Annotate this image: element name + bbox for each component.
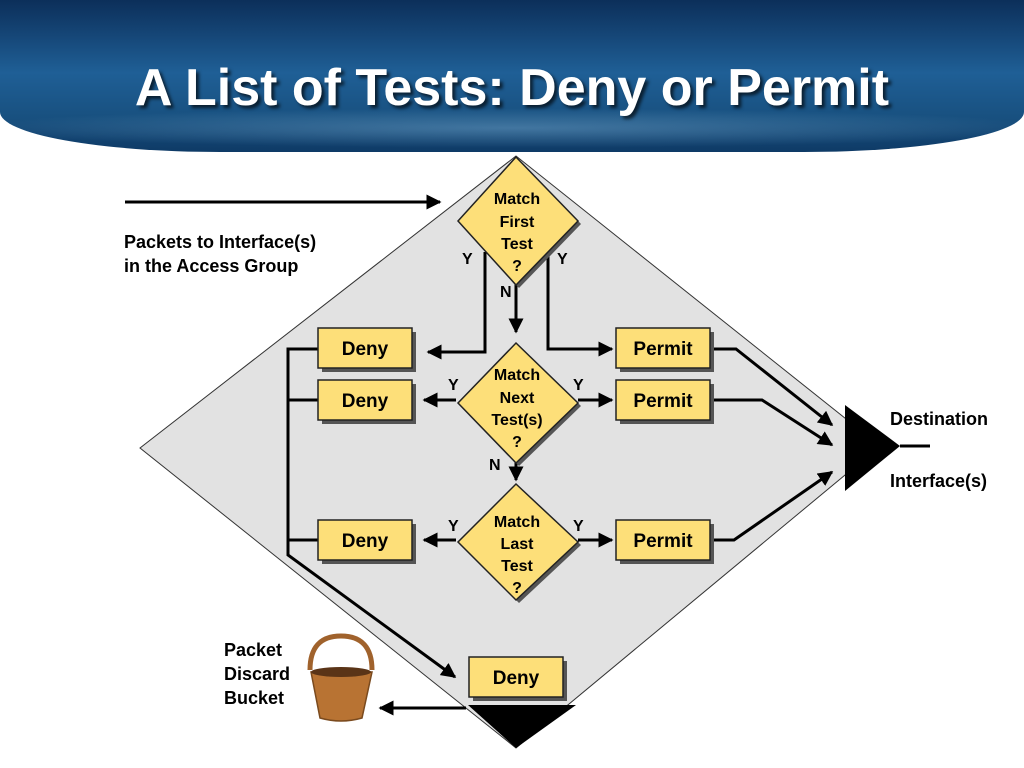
- connectors: [286, 252, 930, 716]
- bucket-label-line2: Discard: [224, 664, 290, 684]
- deny-box-4: Deny: [468, 656, 567, 701]
- destination-triangle: [845, 405, 900, 491]
- deny-box-1: Deny: [317, 327, 416, 372]
- permit-label-3: Permit: [633, 531, 693, 552]
- last-test-line3: Test: [501, 558, 533, 575]
- deny-label-4: Deny: [493, 668, 540, 689]
- deny-label-1: Deny: [342, 339, 389, 360]
- last-test-node: Match Last Test ?: [456, 482, 581, 603]
- first-test-node: Match First Test ?: [456, 155, 581, 288]
- packets-label-line1: Packets to Interface(s): [124, 232, 316, 252]
- first-test-line1: Match: [494, 191, 540, 208]
- first-test-yes-left-label: Y: [462, 251, 473, 268]
- deny-label-3: Deny: [342, 531, 389, 552]
- first-test-line3: Test: [501, 236, 533, 253]
- first-test-yes-deny-arrow: [426, 252, 487, 360]
- page-title: A List of Tests: Deny or Permit: [134, 59, 890, 117]
- next-test-node: Match Next Test(s) ?: [456, 341, 581, 466]
- packets-label-line2: in the Access Group: [124, 256, 298, 276]
- deny-box-2: Deny: [317, 379, 416, 424]
- next-test-no-label: N: [489, 457, 501, 474]
- permit-label-1: Permit: [633, 339, 693, 360]
- next-test-line1: Match: [494, 367, 540, 384]
- bucket-label-line1: Packet: [224, 640, 282, 660]
- next-test-yes-left-label: Y: [448, 377, 459, 394]
- next-test-line2: Next: [500, 390, 535, 407]
- last-test-line4: ?: [512, 580, 522, 597]
- permit2-destination-arrow: [714, 398, 834, 447]
- permit1-destination-arrow: [714, 347, 834, 427]
- slide-header: A List of Tests: Deny or Permit: [0, 0, 1024, 152]
- bucket-icon: [307, 633, 375, 722]
- permit-label-2: Permit: [633, 391, 693, 412]
- first-test-yes-permit-arrow: [546, 252, 614, 357]
- permit-box-2: Permit: [615, 379, 714, 424]
- destination-label-line1: Destination: [890, 409, 988, 429]
- deny-box-3: Deny: [317, 519, 416, 564]
- deny-label-2: Deny: [342, 391, 389, 412]
- discard-triangle: [468, 705, 576, 748]
- deny-collector-line: [286, 347, 457, 679]
- first-test-no-label: N: [500, 284, 512, 301]
- permit-box-1: Permit: [615, 327, 714, 372]
- first-test-line2: First: [500, 214, 535, 231]
- first-test-yes-right-label: Y: [557, 251, 568, 268]
- bucket-label-line3: Bucket: [224, 688, 284, 708]
- last-test-yes-right-label: Y: [573, 518, 584, 535]
- last-test-line2: Last: [501, 536, 535, 553]
- next-test-yes-right-label: Y: [573, 377, 584, 394]
- first-test-line4: ?: [512, 258, 522, 275]
- permit-box-3: Permit: [615, 519, 714, 564]
- destination-label-line2: Interface(s): [890, 471, 987, 491]
- last-test-line1: Match: [494, 514, 540, 531]
- permit3-destination-arrow: [714, 470, 834, 542]
- next-test-line3: Test(s): [491, 412, 542, 429]
- last-test-yes-left-label: Y: [448, 518, 459, 535]
- next-test-line4: ?: [512, 434, 522, 451]
